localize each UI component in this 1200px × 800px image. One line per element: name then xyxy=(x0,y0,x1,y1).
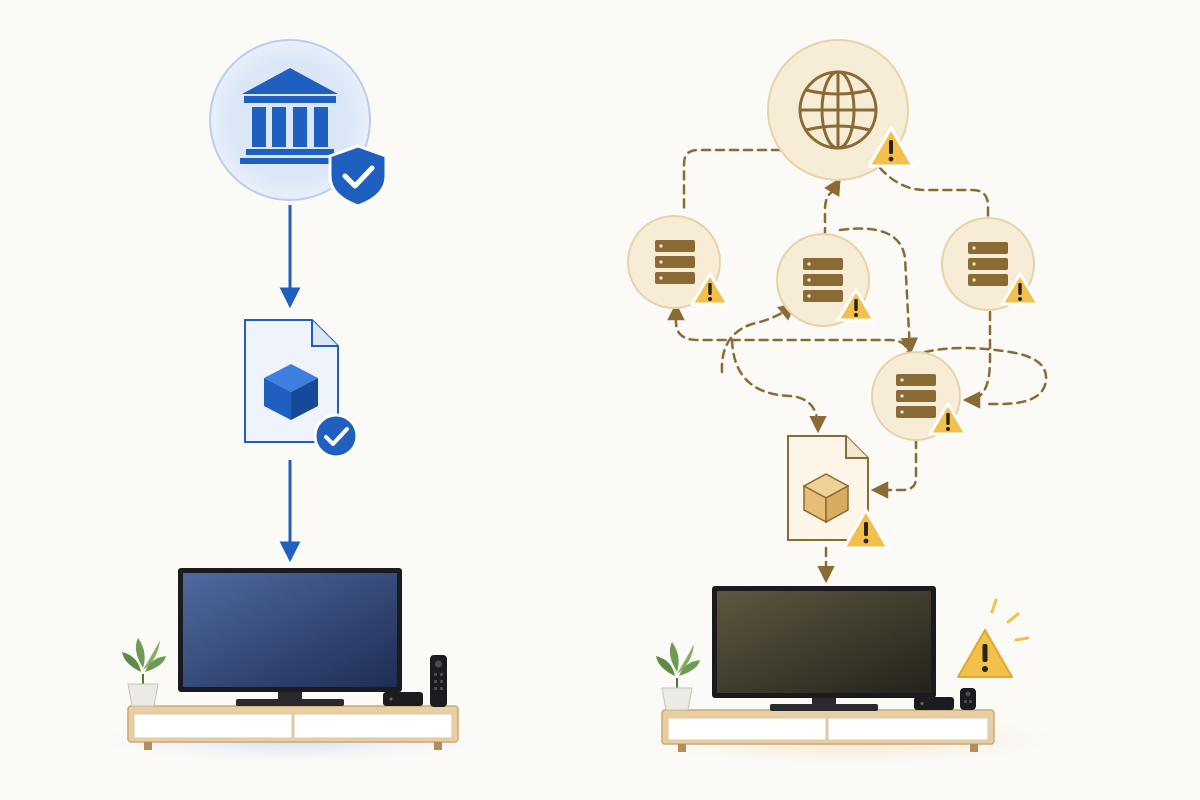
untrusted-connections xyxy=(667,148,1048,584)
connection-server-c-loop xyxy=(962,310,992,409)
warning-triangle-icon xyxy=(690,272,730,306)
tv-alert-warning xyxy=(957,598,1030,678)
connection-globe-to-server-c xyxy=(878,166,990,222)
check-circle-icon xyxy=(313,413,359,459)
connection-server-b-to-server-d xyxy=(838,227,919,356)
bank-building-icon xyxy=(240,68,340,164)
warning-triangle-icon xyxy=(1000,272,1040,306)
server-rack-icon xyxy=(655,240,695,284)
server-node-d xyxy=(871,351,968,441)
trusted-package-file xyxy=(244,319,359,459)
trusted-living-room xyxy=(75,568,505,766)
connection-server-a-to-server-b xyxy=(720,302,797,374)
streaming-box-icon xyxy=(914,697,954,710)
server-rack-icon xyxy=(896,374,936,418)
server-node-b xyxy=(776,233,876,327)
connection-server-d-to-file-right xyxy=(870,438,918,499)
remote-control-icon xyxy=(430,655,447,707)
connection-server-d-loop xyxy=(923,346,1048,406)
shield-check-icon xyxy=(328,144,388,208)
potted-plant-icon xyxy=(656,642,700,711)
remote-control-icon xyxy=(960,688,976,710)
server-node-c xyxy=(941,217,1040,311)
trusted-path xyxy=(75,39,505,766)
untrusted-living-room xyxy=(610,586,1090,768)
untrusted-package-file xyxy=(787,435,890,550)
connection-server-b-to-globe xyxy=(823,177,841,238)
alert-rays xyxy=(990,598,1030,642)
connection-server-d-to-file xyxy=(730,338,827,434)
streaming-box-icon xyxy=(383,692,423,706)
warning-triangle-icon xyxy=(928,402,968,436)
internet-node xyxy=(767,39,915,181)
untrusted-path xyxy=(610,39,1090,768)
package-file-icon xyxy=(264,364,318,420)
server-rack-icon xyxy=(803,258,843,302)
warning-triangle-icon xyxy=(836,288,876,322)
globe-icon xyxy=(798,70,878,150)
connection-globe-to-server-a xyxy=(682,148,782,214)
server-node-a xyxy=(627,215,730,309)
trusted-source-node xyxy=(209,39,388,208)
tv-cabinet xyxy=(661,709,995,752)
warning-triangle-icon xyxy=(867,126,915,168)
connection-server-d-to-server-a xyxy=(667,302,910,362)
television-icon xyxy=(178,568,402,706)
warning-triangle-icon xyxy=(842,508,890,550)
television-icon xyxy=(712,586,936,711)
package-file-icon xyxy=(802,473,850,524)
potted-plant-icon xyxy=(122,638,166,707)
warning-triangle-icon xyxy=(957,629,1013,678)
server-rack-icon xyxy=(968,242,1008,286)
